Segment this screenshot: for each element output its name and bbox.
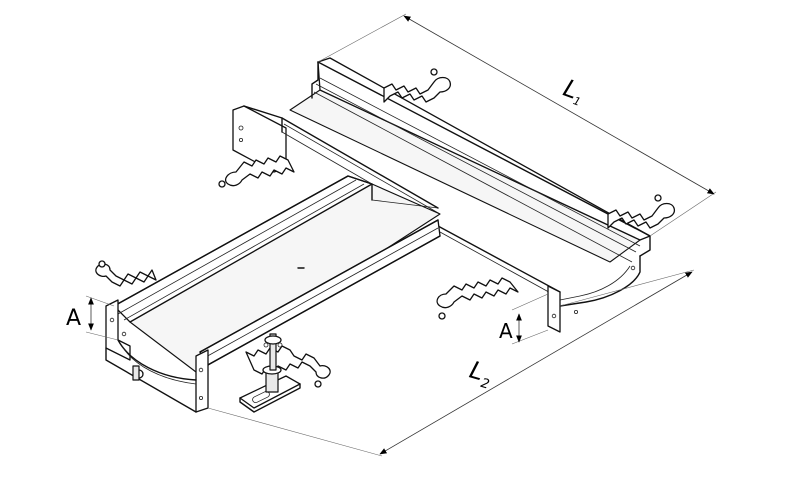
bracket-under-branch bbox=[245, 345, 331, 379]
bracket-far-left bbox=[95, 263, 157, 287]
l1-dimension-line bbox=[403, 15, 715, 195]
dimension-l2 bbox=[207, 269, 695, 457]
l2-dimension-line bbox=[379, 271, 693, 455]
label-a-left: A bbox=[66, 306, 81, 331]
label-l2: L 2 bbox=[467, 356, 491, 393]
dimension-a-left bbox=[85, 295, 119, 341]
label-a-right: A bbox=[499, 319, 513, 343]
label-l2-subscript: 2 bbox=[479, 376, 491, 393]
dimension-a-right bbox=[511, 293, 549, 345]
label-l1: L 1 bbox=[560, 74, 583, 109]
dimension-l1 bbox=[317, 13, 717, 237]
label-l1-subscript: 1 bbox=[571, 94, 582, 109]
bracket-under-main bbox=[436, 277, 519, 309]
mounting-foot bbox=[239, 333, 301, 413]
bracket-right bbox=[607, 202, 676, 229]
main-end-plate bbox=[547, 285, 561, 333]
bracket-middle-left bbox=[224, 155, 295, 187]
main-end-lip bbox=[559, 255, 641, 307]
branch-end-plate-right bbox=[195, 349, 209, 413]
branch-tray-run bbox=[105, 131, 441, 413]
